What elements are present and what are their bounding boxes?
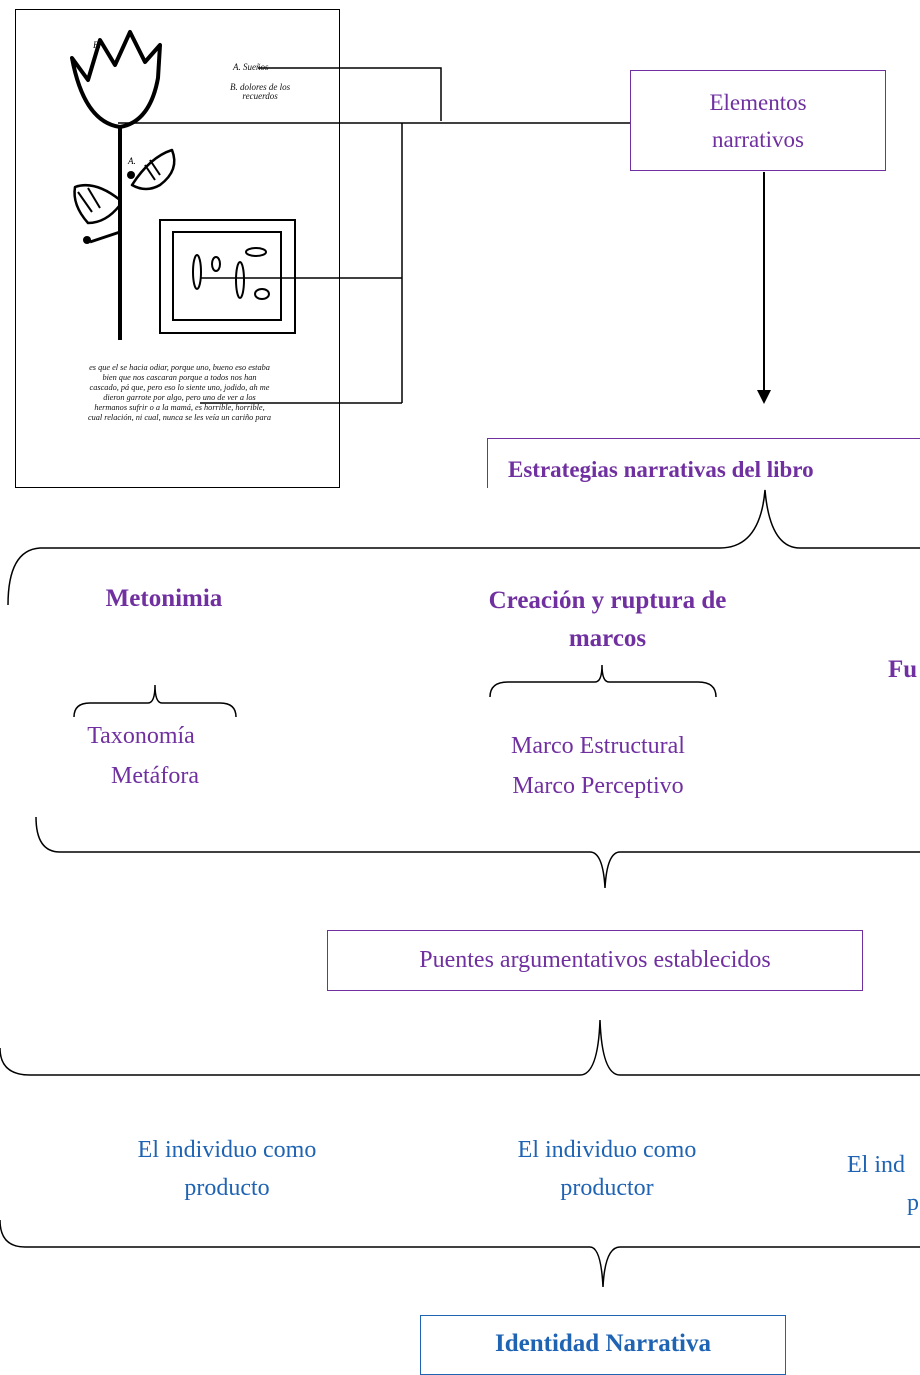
estrategias-box: Estrategias narrativas del libro [487,438,920,488]
book-page-panel [15,9,340,488]
individuo-brace [0,1219,920,1288]
elementos-line1: Elementos [709,89,807,115]
flower-illustration [70,30,176,340]
partial-strategy-label: Fu [888,656,918,683]
flower-dot-a [127,171,135,179]
strategies-brace [7,489,920,606]
book-excerpt-text: es que el se hacia odiar, porque uno, bu… [87,363,272,422]
item-marco-perceptivo: Marco Perceptivo [512,773,684,799]
marcos-brace [489,664,717,698]
elementos-narrativos-box: Elementos narrativos [630,70,886,171]
flower-dot-b [83,236,91,244]
inner-frame [172,231,282,321]
individuo-partial: El ind p [847,1152,919,1216]
estrategias-label: Estrategias narrativas del libro [508,457,814,482]
marcos-items: Marco Estructural Marco Perceptivo [448,726,748,806]
item-marco-estructural: Marco Estructural [511,733,685,759]
identidad-label: Identidad Narrativa [495,1330,711,1357]
metonimia-title: Metonimia [105,585,223,612]
individuo-productor: El individuo como productor [517,1137,697,1201]
flower-label-a: A. [128,156,136,166]
item-metafora: Metáfora [111,763,199,789]
identidad-narrativa-box: Identidad Narrativa [420,1315,786,1375]
outer-frame [159,219,296,334]
puentes-argumentativos-box: Puentes argumentativos establecidos [327,930,863,991]
metonimia-brace [73,684,237,718]
flower-label-b: B. [93,40,101,50]
legend-item-a: A. Sueños [233,62,269,72]
puentes-label: Puentes argumentativos establecidos [419,947,771,973]
metonimia-items: Taxonomía Metáfora [60,716,250,796]
elementos-line2: narrativos [712,126,804,152]
item-taxonomia: Taxonomía [87,723,195,749]
group-bottom-brace [35,816,920,889]
marcos-title: Creación y ruptura de marcos [488,587,727,652]
individuo-producto: El individuo como producto [137,1137,317,1201]
puentes-brace [0,1019,920,1076]
legend-item-b: B. dolores de los recuerdos [230,82,291,101]
